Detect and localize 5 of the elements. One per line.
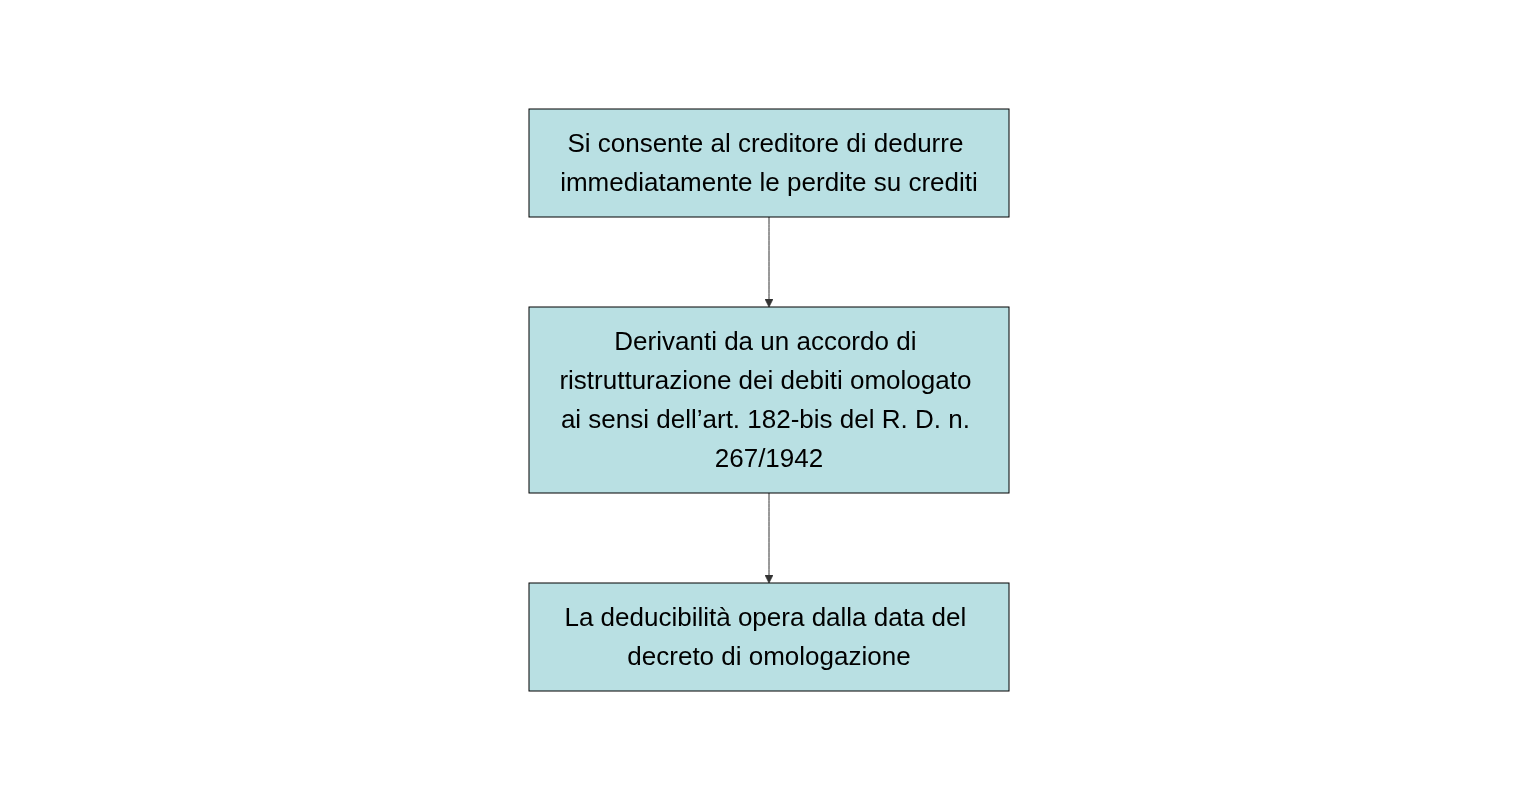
- arrow: [764, 492, 774, 584]
- node-box: Derivanti da un accordo di ristrutturazione dei debiti omologato ai sensi dell’art. 182-bis del R. D. n. 267/1942: [528, 306, 1010, 494]
- arrow: [764, 216, 774, 308]
- node-box: La deducibilità opera dalla data del decreto di omologazione: [528, 582, 1010, 692]
- node-box: Si consente al creditore di dedurre immediatamente le perdite su crediti: [528, 108, 1010, 218]
